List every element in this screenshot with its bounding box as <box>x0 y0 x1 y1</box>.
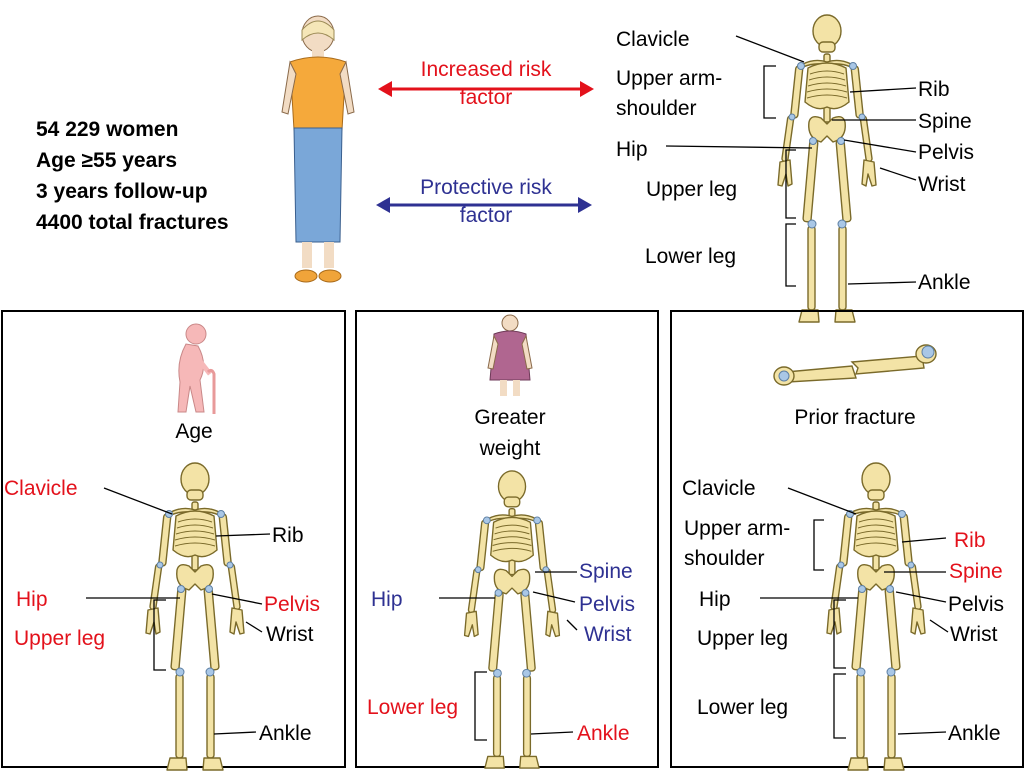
panel-prior-fracture-title: Prior fracture <box>794 406 916 429</box>
panel-age-title: Age <box>175 420 213 443</box>
panel-prior-clavicle-label: Clavicle <box>682 477 756 500</box>
panel-age-hip-label: Hip <box>16 588 48 611</box>
top-pelvis-label: Pelvis <box>918 141 975 164</box>
panel-age-rib-label: Rib <box>272 524 304 547</box>
panel-prior-rib-label: Rib <box>954 529 986 552</box>
protective-risk-label: Protective risk factor <box>420 176 552 227</box>
top-ankle-label: Ankle <box>918 271 971 294</box>
panel-weight-hip-label: Hip <box>371 588 403 611</box>
panel-weight-lower-leg-label: Lower leg <box>367 696 459 719</box>
panel-weight-wrist-label: Wrist <box>584 623 632 646</box>
panel-weight-spine-label: Spine <box>579 560 633 583</box>
stats-fractures: 4400 total fractures <box>36 211 229 234</box>
top-wrist-label: Wrist <box>918 173 966 196</box>
panel-prior-wrist-label: Wrist <box>950 623 998 646</box>
increased-risk-label: Increased risk factor <box>420 58 552 109</box>
increased-risk-arrow-icon <box>378 81 594 97</box>
panel-weight <box>355 310 659 768</box>
top-lower-leg-label: Lower leg <box>645 245 737 268</box>
protective-risk-arrow-icon <box>376 197 592 213</box>
panel-age-clavicle-label: Clavicle <box>4 477 78 500</box>
top-upper-arm-label: Upper arm-shoulder <box>616 67 723 120</box>
panel-weight-title: Greater weight <box>474 406 546 460</box>
stats-women: 54 229 women <box>36 118 179 141</box>
top-rib-label: Rib <box>918 78 950 101</box>
panel-prior-spine-label: Spine <box>949 560 1003 583</box>
stats-age: Age ≥55 years <box>36 149 178 172</box>
panel-prior-hip-label: Hip <box>699 588 731 611</box>
elderly-person-with-cane-icon <box>177 323 216 414</box>
woman-figure <box>281 15 355 283</box>
panel-age-upper-leg-label: Upper leg <box>14 627 106 650</box>
broken-bone-icon <box>773 344 937 386</box>
heavy-woman-icon <box>487 314 533 396</box>
panel-age-leader-lines <box>86 487 271 735</box>
top-clavicle-label: Clavicle <box>616 28 690 51</box>
panel-weight-ankle-label: Ankle <box>577 722 630 745</box>
panel-prior-ankle-label: Ankle <box>948 722 1001 745</box>
study-stats: 54 229 women Age ≥55 years 3 years follo… <box>36 114 229 238</box>
panel-prior-leader-lines <box>760 487 949 739</box>
panel-age-ankle-label: Ankle <box>259 722 312 745</box>
top-leader-lines <box>665 35 917 287</box>
panel-prior-upper-leg-label: Upper leg <box>697 627 789 650</box>
top-upper-leg-label: Upper leg <box>646 178 738 201</box>
panel-weight-leader-lines <box>439 571 578 741</box>
panel-prior-fracture <box>670 310 1024 768</box>
panel-age-wrist-label: Wrist <box>266 623 314 646</box>
panel-prior-pelvis-label: Pelvis <box>948 593 1005 616</box>
top-spine-label: Spine <box>918 110 972 133</box>
panel-weight-pelvis-label: Pelvis <box>579 593 636 616</box>
panel-prior-lower-leg-label: Lower leg <box>697 696 789 719</box>
panel-prior-upper-arm-label: Upper arm-shoulder <box>684 517 791 570</box>
panel-age-pelvis-label: Pelvis <box>264 593 321 616</box>
top-hip-label: Hip <box>616 138 648 161</box>
stats-follow-up: 3 years follow-up <box>36 180 208 203</box>
